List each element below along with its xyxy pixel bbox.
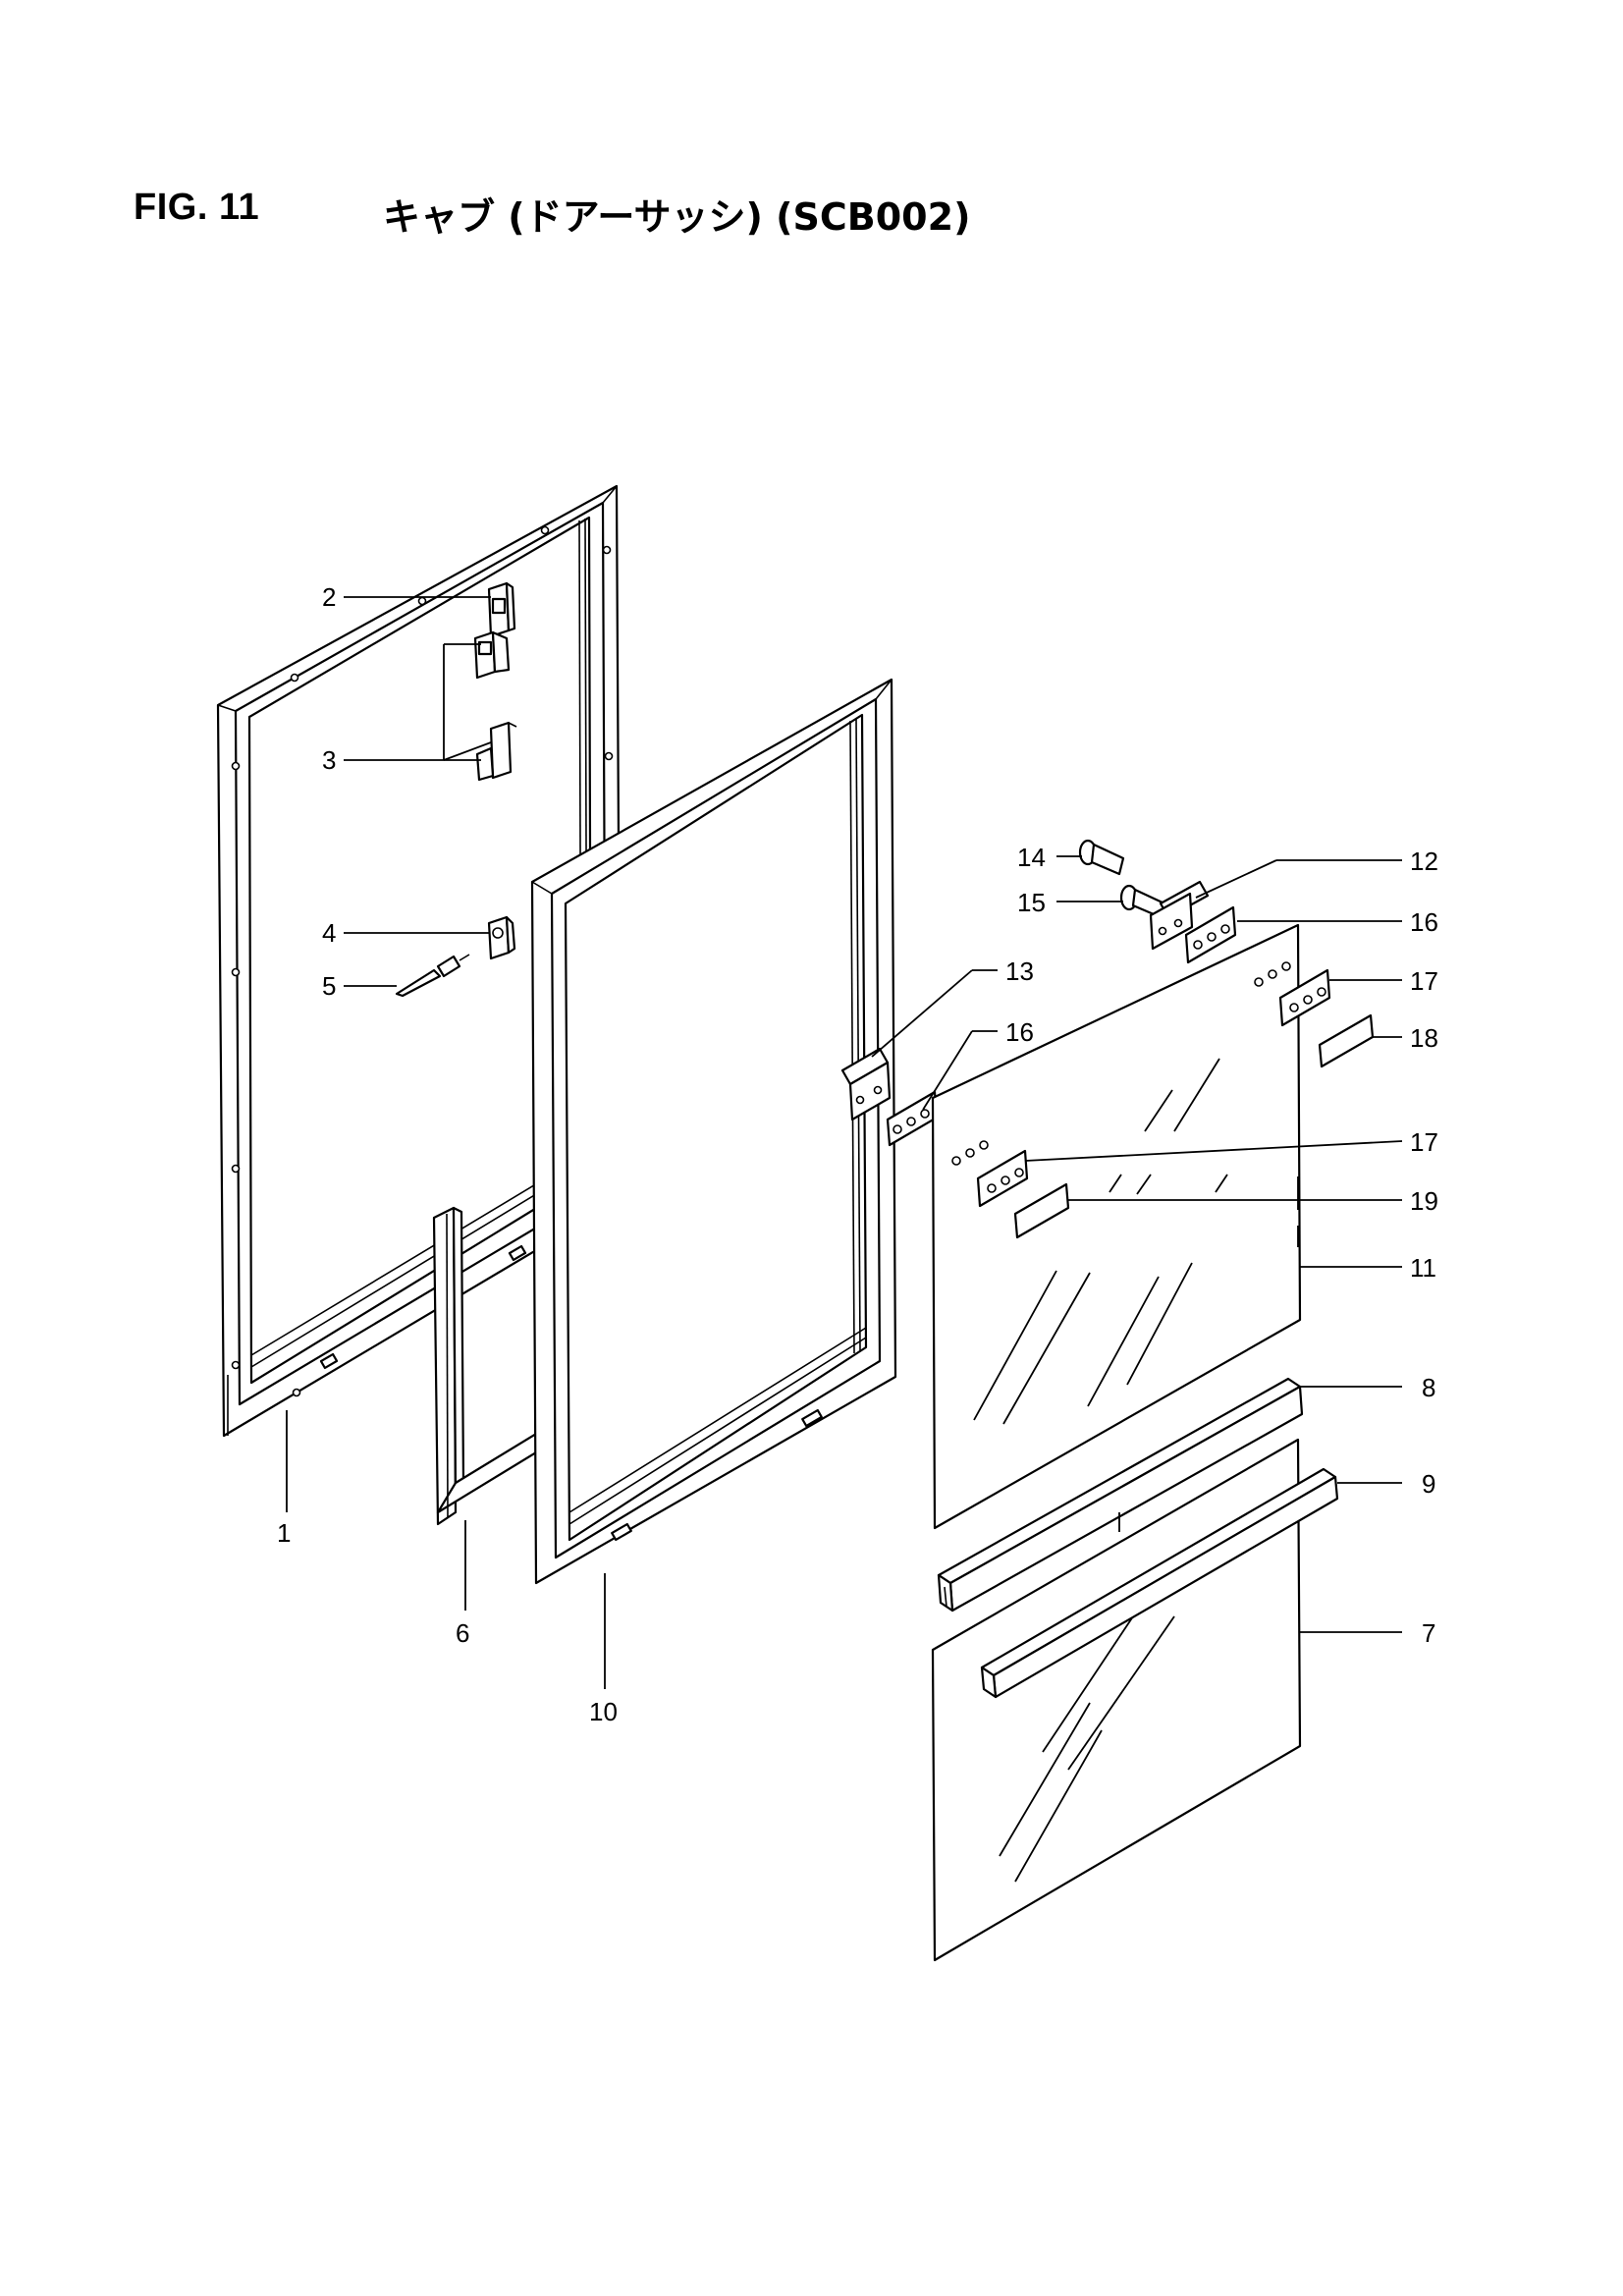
- callout-6: 6: [456, 1618, 469, 1648]
- part-16-plate-right: [1184, 905, 1237, 964]
- callout-14: 14: [1017, 843, 1046, 872]
- part-5-pin: [395, 954, 470, 998]
- part-2-bracket: [487, 581, 516, 638]
- part-12-hinge: [1149, 880, 1210, 951]
- callout-13: 13: [1005, 957, 1034, 986]
- callout-numbers: 2 3 4 5 1 6 10 14 15 12 16 17 18 13 16 1…: [277, 582, 1438, 1726]
- figure-number: FIG. 11: [134, 187, 260, 228]
- callout-4: 4: [322, 918, 336, 948]
- callout-3: 3: [322, 745, 336, 775]
- callout-12: 12: [1410, 847, 1438, 876]
- callout-16-upper: 16: [1410, 907, 1438, 937]
- part-14-bolt: [1078, 839, 1125, 876]
- figure-title: キャブ (ドアーサッシ) (SCB002): [383, 195, 971, 239]
- callout-7: 7: [1422, 1618, 1435, 1648]
- leader-lines: [286, 596, 1403, 1689]
- callout-2: 2: [322, 582, 336, 612]
- callout-9: 9: [1422, 1469, 1435, 1499]
- part-3-bracket-lower: [475, 721, 517, 782]
- callout-18: 18: [1410, 1023, 1438, 1053]
- part-17-plate-lower: [976, 1149, 1029, 1208]
- part-9-rail: [980, 1467, 1339, 1699]
- callout-17-upper: 17: [1410, 966, 1438, 996]
- callout-1: 1: [277, 1518, 291, 1548]
- callout-17-lower: 17: [1410, 1127, 1438, 1157]
- callout-10: 10: [589, 1697, 618, 1726]
- part-18-pad: [1318, 1013, 1375, 1068]
- part-10-inner-frame: [530, 678, 897, 1585]
- callout-8: 8: [1422, 1373, 1435, 1402]
- part-3-bracket-upper: [473, 630, 511, 680]
- callout-5: 5: [322, 971, 336, 1001]
- part-4-clip: [487, 915, 516, 960]
- part-13-hinge: [840, 1047, 892, 1121]
- part-17-plate-upper: [1278, 968, 1331, 1027]
- part-19-pad: [1013, 1182, 1070, 1239]
- callout-16-lower: 16: [1005, 1017, 1034, 1047]
- callout-11: 11: [1410, 1253, 1436, 1283]
- callout-19: 19: [1410, 1186, 1438, 1216]
- part-15-bolt: [1119, 884, 1166, 919]
- callout-15: 15: [1017, 888, 1046, 917]
- part-11-upper-glass: [931, 923, 1302, 1530]
